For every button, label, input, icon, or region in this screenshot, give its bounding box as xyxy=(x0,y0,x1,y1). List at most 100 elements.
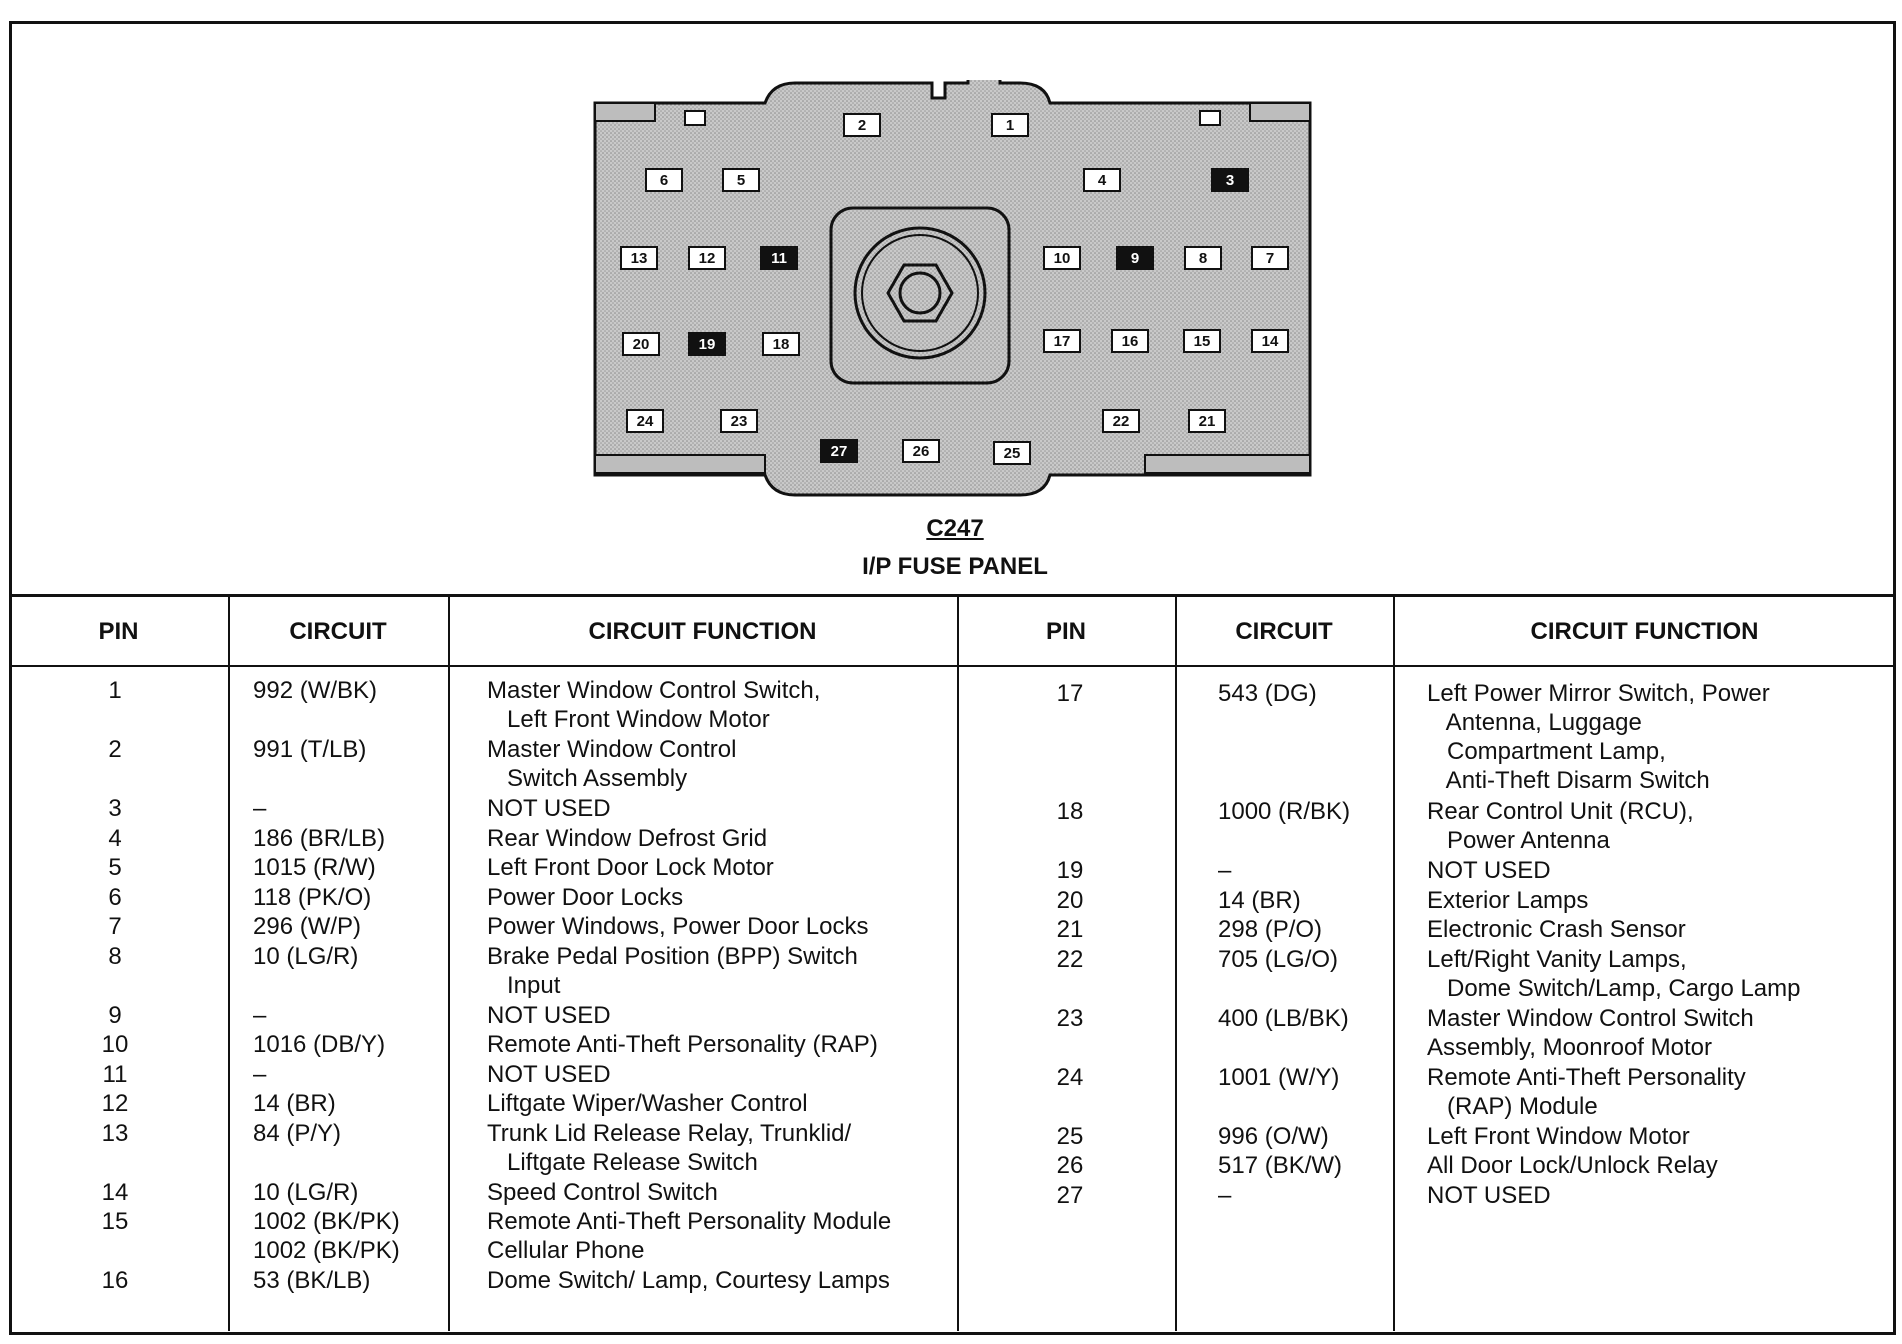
cell-pin: 12 xyxy=(101,1090,129,1117)
cell-pin: 17 xyxy=(1056,680,1084,707)
cell-pin: 9 xyxy=(108,1001,122,1029)
top-right-latch xyxy=(1249,102,1311,122)
cell-function: Rear Control Unit (RCU), Power Antenna xyxy=(1427,798,1694,854)
cell-circuit: – xyxy=(253,1060,267,1088)
connector-pin-14: 14 xyxy=(1251,329,1289,353)
cell-pin: 3 xyxy=(108,795,122,822)
table-top-rule xyxy=(9,594,1896,597)
connector-pin-4: 4 xyxy=(1083,168,1121,192)
cell-circuit: 1002 (BK/PK) 1002 (BK/PK) xyxy=(253,1208,400,1264)
connector-title: C247 xyxy=(926,515,984,542)
cell-function: Left Front Door Lock Motor xyxy=(487,854,774,881)
cell-circuit: 1015 (R/W) xyxy=(253,854,376,881)
connector-pin-7: 7 xyxy=(1251,246,1289,270)
cell-pin: 18 xyxy=(1056,798,1084,825)
header-circuit: CIRCUIT xyxy=(1235,618,1333,645)
fuse-panel-connector-drawing xyxy=(593,80,1312,497)
cell-circuit: 400 (LB/BK) xyxy=(1218,1004,1349,1032)
cell-circuit: 14 (BR) xyxy=(253,1090,336,1117)
cell-circuit: 1001 (W/Y) xyxy=(1218,1063,1340,1091)
cell-pin: 6 xyxy=(108,883,122,911)
connector-pin-18: 18 xyxy=(762,332,800,356)
cell-function: NOT USED xyxy=(1427,1181,1551,1209)
table-header-rule xyxy=(9,665,1896,667)
cell-circuit: – xyxy=(1218,1181,1232,1209)
cell-pin: 13 xyxy=(101,1119,129,1147)
center-stud-bolt xyxy=(898,271,942,315)
cell-circuit: 1016 (DB/Y) xyxy=(253,1031,386,1058)
connector-pin-17: 17 xyxy=(1043,329,1081,353)
cell-circuit: 517 (BK/W) xyxy=(1218,1152,1343,1179)
cell-circuit: 186 (BR/LB) xyxy=(253,824,386,852)
cell-pin: 20 xyxy=(1056,886,1084,914)
cell-pin: 14 xyxy=(101,1178,129,1206)
connector-pin-21: 21 xyxy=(1188,409,1226,433)
cell-circuit: – xyxy=(253,795,267,822)
top-right-tab xyxy=(1199,110,1221,126)
bottom-left-latch xyxy=(594,454,766,474)
connector-pin-10: 10 xyxy=(1043,246,1081,270)
cell-circuit: 1000 (R/BK) xyxy=(1218,798,1351,825)
connector-pin-9: 9 xyxy=(1116,246,1154,270)
cell-function: Left/Right Vanity Lamps, Dome Switch/Lam… xyxy=(1427,945,1801,1002)
connector-pin-24: 24 xyxy=(626,409,664,433)
cell-pin: 4 xyxy=(108,824,122,852)
cell-circuit: 118 (PK/O) xyxy=(253,883,372,911)
cell-function: Left Power Mirror Switch, Power Antenna,… xyxy=(1427,680,1770,794)
cell-function: Remote Anti-Theft Personality (RAP) Modu… xyxy=(1427,1063,1746,1120)
connector-pin-5: 5 xyxy=(722,168,760,192)
cell-pin: 11 xyxy=(102,1060,128,1088)
cell-function: Master Window Control Switch Assembly, M… xyxy=(1427,1004,1754,1061)
connector-pin-13: 13 xyxy=(620,246,658,270)
cell-circuit: 10 (LG/R) xyxy=(253,1178,359,1206)
cell-circuit: 996 (O/W) xyxy=(1218,1122,1329,1150)
connector-pin-6: 6 xyxy=(645,168,683,192)
top-left-tab xyxy=(684,110,706,126)
cell-circuit: 705 (LG/O) xyxy=(1218,945,1339,973)
connector-pin-26: 26 xyxy=(902,439,940,463)
cell-pin: 1 xyxy=(108,677,122,704)
cell-pin: 19 xyxy=(1056,857,1084,884)
cell-circuit: 53 (BK/LB) xyxy=(253,1267,371,1294)
cell-circuit: 14 (BR) xyxy=(1218,886,1301,914)
header-pin: PIN xyxy=(1045,618,1086,645)
cell-circuit: – xyxy=(253,1001,267,1029)
cell-circuit: 543 (DG) xyxy=(1218,680,1317,707)
connector-pin-20: 20 xyxy=(622,332,660,356)
connector-pin-19: 19 xyxy=(688,332,726,356)
cell-function: All Door Lock/Unlock Relay xyxy=(1427,1152,1718,1179)
cell-pin: 7 xyxy=(108,913,122,940)
cell-circuit: – xyxy=(1218,857,1232,884)
connector-pin-1: 1 xyxy=(991,113,1029,137)
connector-pin-11: 11 xyxy=(760,246,798,270)
header-circuit: CIRCUIT xyxy=(289,618,387,645)
cell-function: NOT USED xyxy=(487,1060,611,1088)
cell-function: NOT USED xyxy=(487,1001,611,1029)
cell-pin: 26 xyxy=(1056,1152,1084,1179)
cell-function: Remote Anti-Theft Personality (RAP) xyxy=(487,1031,878,1058)
cell-function: Trunk Lid Release Relay, Trunklid/ Liftg… xyxy=(487,1119,852,1176)
cell-pin: 27 xyxy=(1056,1181,1084,1209)
cell-circuit: 296 (W/P) xyxy=(253,913,362,940)
header-circuit-function: CIRCUIT FUNCTION xyxy=(588,618,817,645)
cell-function: Power Windows, Power Door Locks xyxy=(487,913,869,940)
cell-function: NOT USED xyxy=(487,795,611,822)
diagram-frame xyxy=(9,21,1896,1335)
cell-function: Left Front Window Motor xyxy=(1427,1122,1690,1150)
column-divider xyxy=(1175,596,1177,1331)
cell-function: Power Door Locks xyxy=(487,883,684,911)
cell-pin: 10 xyxy=(101,1031,129,1058)
cell-pin: 8 xyxy=(108,942,122,970)
cell-function: Liftgate Wiper/Washer Control xyxy=(487,1090,808,1117)
connector-pin-27: 27 xyxy=(820,439,858,463)
cell-circuit: 992 (W/BK) xyxy=(253,677,378,704)
connector-pin-2: 2 xyxy=(843,113,881,137)
cell-function: Dome Switch/ Lamp, Courtesy Lamps xyxy=(487,1267,890,1294)
connector-pin-22: 22 xyxy=(1102,409,1140,433)
cell-pin: 22 xyxy=(1056,945,1084,973)
cell-function: Exterior Lamps xyxy=(1427,886,1589,914)
cell-pin: 5 xyxy=(108,854,122,881)
header-circuit-function: CIRCUIT FUNCTION xyxy=(1530,618,1759,645)
connector-pin-12: 12 xyxy=(688,246,726,270)
connector-pin-3: 3 xyxy=(1211,168,1249,192)
